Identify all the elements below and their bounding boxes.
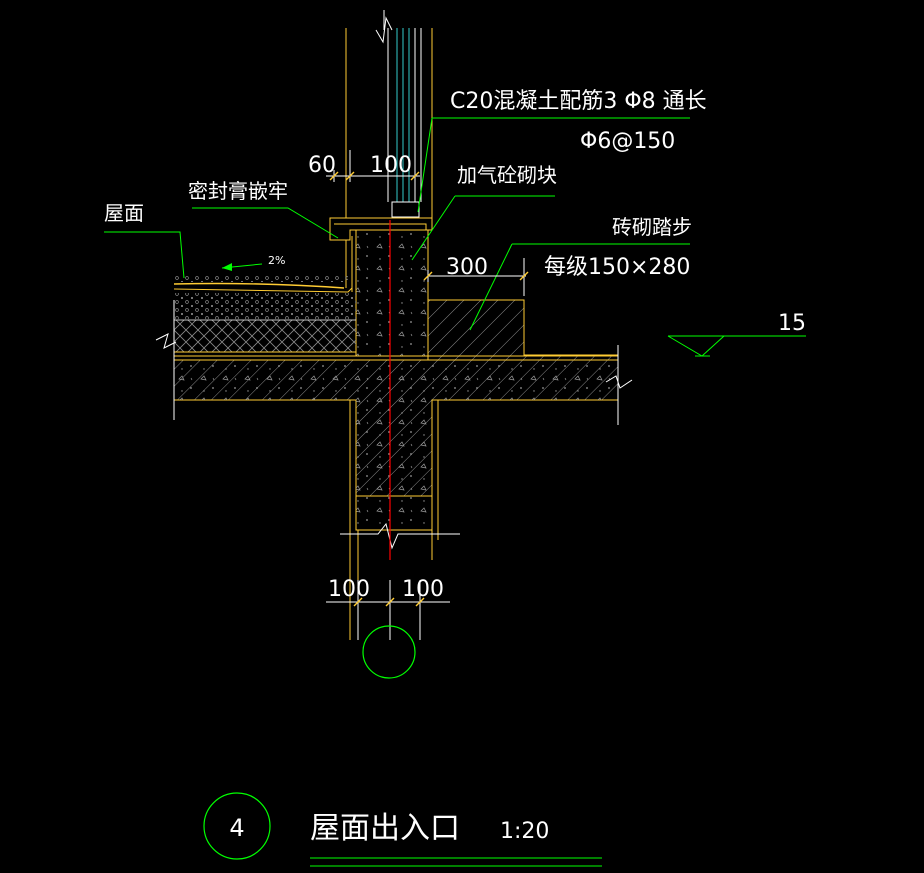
- elevation-label: 15: [778, 311, 806, 336]
- sealant-label: 密封膏嵌牢: [188, 179, 288, 203]
- dim-60: 60: [308, 153, 336, 178]
- dim-100-right: 100: [402, 577, 444, 602]
- upper-wall: [345, 10, 433, 218]
- dim-100-top: 100: [370, 153, 412, 178]
- aerated-block-label: 加气砼砌块: [457, 163, 557, 187]
- dim-100-left: 100: [328, 577, 370, 602]
- roof-layers: [173, 276, 356, 353]
- axis-bubble: [362, 625, 416, 679]
- beam-spec-label: C20混凝土配筋3 Φ8 通长: [450, 89, 707, 114]
- dim-300: 300: [446, 255, 488, 280]
- window-frame: [387, 28, 422, 218]
- brick-step-label: 砖砌踏步: [612, 215, 692, 239]
- detail-title: 屋面出入口: [310, 811, 460, 846]
- roof-label: 屋面: [104, 201, 144, 225]
- step-size-label: 每级150×280: [544, 255, 690, 280]
- slope-indicator: 2%: [221, 254, 285, 271]
- title-block: 4 屋面出入口 1:20: [203, 792, 602, 867]
- brick-step: [427, 230, 619, 361]
- stirrup-spec-label: Φ6@150: [580, 129, 675, 154]
- leaders: [104, 117, 806, 357]
- dimension-lines: [326, 150, 526, 640]
- detail-scale: 1:20: [500, 819, 549, 844]
- detail-number-circle: [203, 792, 271, 860]
- detail-number: 4: [229, 814, 244, 842]
- slope-label: 2%: [268, 254, 285, 267]
- beam: [340, 400, 460, 640]
- dimension-ticks: [329, 171, 529, 607]
